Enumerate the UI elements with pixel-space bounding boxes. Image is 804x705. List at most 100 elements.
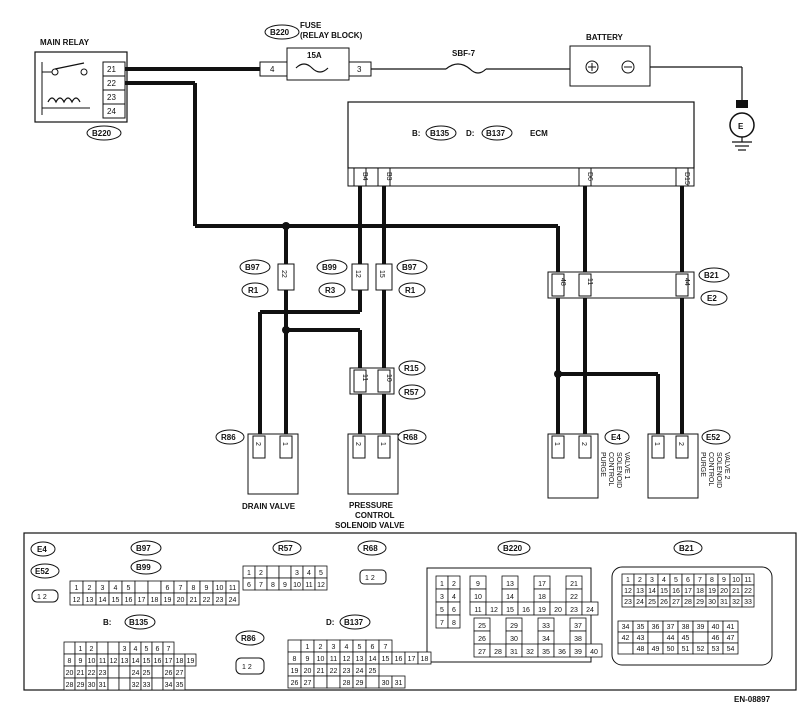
connector-pin-label: 15 <box>382 656 390 663</box>
connector-pin-label: 11 <box>305 582 312 589</box>
connector-pin-cell <box>278 565 292 579</box>
connector-pin-label: 18 <box>151 597 159 604</box>
connector-pin-cell <box>147 580 162 594</box>
connector-pin-label: 39 <box>697 624 705 631</box>
purge2-line3: SOLENOID <box>715 452 722 488</box>
ground-symbol: E <box>650 66 755 151</box>
connector-pin-label: 6 <box>247 582 251 589</box>
connector-pin-label: 50 <box>667 646 675 653</box>
connector-pin-label: 24 <box>356 668 364 675</box>
b21-top-badge: B21 <box>704 271 719 280</box>
connector-pin-label: 12 <box>624 588 632 595</box>
b21-pin-11: 11 <box>586 278 593 285</box>
legend-e52: E52 <box>35 567 50 576</box>
connector-pin-label: 4 <box>114 585 118 592</box>
connector-pin-label: 3 <box>332 644 336 651</box>
connector-pin-label: 27 <box>176 670 184 677</box>
connector-pin-label: 15 <box>143 658 151 665</box>
connector-pin-label: 14 <box>648 588 656 595</box>
connector-pin-label: 33 <box>542 623 550 630</box>
connector-pin-label: 12 <box>73 597 81 604</box>
connector-pin-label: 29 <box>696 599 704 606</box>
connector-pin-label: 11 <box>474 607 481 614</box>
connector-pin-label: 43 <box>637 635 645 642</box>
connector-pin-label: 22 <box>88 670 96 677</box>
connector-pin-label: 12 <box>317 582 325 589</box>
connector-pin-label: 23 <box>624 599 632 606</box>
connector-pin-label: 49 <box>652 646 660 653</box>
connector-pin-label: 15 <box>660 588 668 595</box>
connector-pin-label: 7 <box>698 577 702 584</box>
connector-pin-label: 30 <box>708 599 716 606</box>
connector-pin-label: 29 <box>510 623 518 630</box>
connector-pin-label: 24 <box>229 597 237 604</box>
fuse-pin-right: 3 <box>357 65 362 74</box>
legend-b21: B21 <box>679 544 694 553</box>
connector-pin-label: 25 <box>369 668 377 675</box>
purge2-line2: CONTROL <box>707 452 714 486</box>
connector-pin-label: 20 <box>554 607 562 614</box>
connector-pin-label: 37 <box>574 623 582 630</box>
pressure-valve-line2: CONTROL <box>355 511 395 520</box>
connector-pin-label: 6 <box>452 607 456 614</box>
connector-pin-label: 6 <box>371 644 375 651</box>
connector-pin-label: 28 <box>66 682 74 689</box>
connector-pin-label: 13 <box>121 658 129 665</box>
ecm-pin-d15: D15 <box>683 172 690 185</box>
connector-pin-label: 10 <box>293 582 301 589</box>
connector-pin-label: 24 <box>636 599 644 606</box>
connector-pin-label: 33 <box>744 599 752 606</box>
connector-pin-label: 33 <box>143 682 151 689</box>
connector-pin-label: 10 <box>474 594 482 601</box>
connector-pin-label: 30 <box>510 636 518 643</box>
connector-pin-label: 9 <box>722 577 726 584</box>
relay-pin-22: 22 <box>107 79 116 88</box>
purge1-line2: CONTROL <box>607 452 614 486</box>
joint-left-pin: 22 <box>280 270 287 278</box>
connector-pin-label: 7 <box>384 644 388 651</box>
ecm-b-prefix: B: <box>412 129 420 138</box>
joint-mid-top-badge: B99 <box>322 263 337 272</box>
main-relay: MAIN RELAY 21 22 23 24 B220 <box>34 38 128 141</box>
legend-b135: B135 <box>129 618 149 627</box>
connector-pin-label: 19 <box>164 597 172 604</box>
legend-r86: R86 1 2 <box>235 630 265 675</box>
purge2-line4: VALVE 2 <box>723 452 730 479</box>
legend-b137: B137 <box>344 618 364 627</box>
joint-left-bottom-badge: R1 <box>248 286 259 295</box>
connector-pin-label: 15 <box>506 607 514 614</box>
connector-pin-label: 35 <box>637 624 645 631</box>
connector-pin-label: 54 <box>727 646 735 653</box>
purge1-line4: VALVE 1 <box>623 452 630 479</box>
connector-pin-cell <box>287 639 302 653</box>
connector-pin-label: 5 <box>319 570 323 577</box>
r15-top-badge: R15 <box>404 364 419 373</box>
joint-right-bottom-badge: R1 <box>405 286 416 295</box>
connector-pin-label: 5 <box>440 607 444 614</box>
connector-pin-label: 23 <box>343 668 351 675</box>
connector-pin-label: 28 <box>494 649 502 656</box>
connector-pin-label: 4 <box>662 577 666 584</box>
connector-pin-label: 16 <box>125 597 133 604</box>
connector-pin-label: 19 <box>708 588 716 595</box>
connector-pin-label: 47 <box>727 635 735 642</box>
connector-pin-label: 19 <box>291 668 299 675</box>
connector-pin-cell <box>692 631 709 644</box>
connector-pin-label: 17 <box>538 581 546 588</box>
connector-pin-cell <box>107 677 120 691</box>
connector-pin-label: 35 <box>542 649 550 656</box>
legend-b97: B97 <box>136 544 151 553</box>
joint-right-pin: 15 <box>378 270 385 278</box>
connector-pin-label: 1 <box>75 585 79 592</box>
connector-pin-label: 22 <box>570 594 578 601</box>
connector-pin-label: 4 <box>307 570 311 577</box>
connector-pin-label: 29 <box>77 682 85 689</box>
connector-pin-cell <box>585 643 603 658</box>
b21-pin-44: 44 <box>683 278 690 286</box>
connector-pin-label: 46 <box>712 635 720 642</box>
legend-b137-prefix: D: <box>326 618 334 627</box>
connector-pin-cell <box>581 601 599 616</box>
connector-pin-label: 39 <box>574 649 582 656</box>
